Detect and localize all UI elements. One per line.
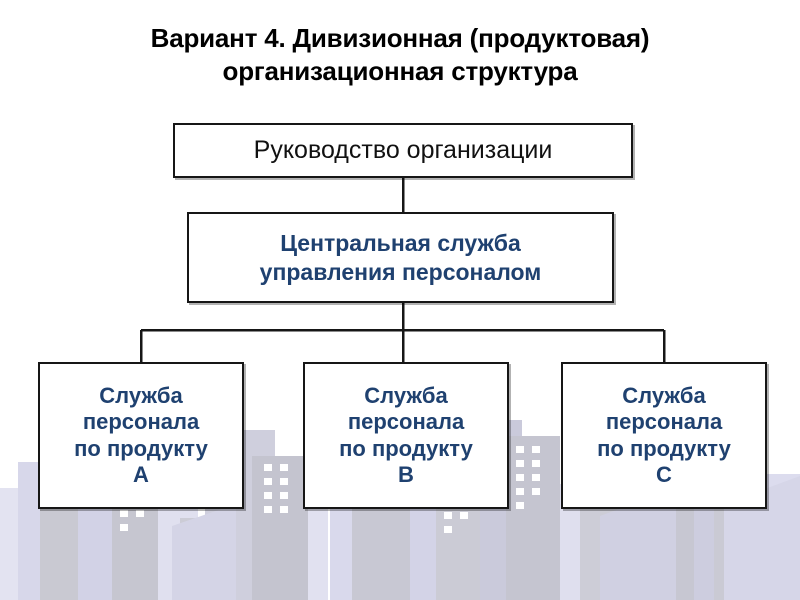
- node-hr-service-product-a[interactable]: Служба персонала по продукту А: [38, 362, 244, 509]
- node-prod-a-line-1: Служба: [99, 382, 183, 408]
- node-prod-a-line-4: А: [133, 461, 149, 487]
- node-prod-c-line-1: Служба: [622, 382, 706, 408]
- node-prod-b-line-2: персонала: [347, 409, 465, 435]
- node-prod-a-line-2: персонала: [82, 409, 200, 435]
- node-prod-b-line-3: по продукту: [339, 435, 473, 461]
- node-top-management-label: Руководство организации: [253, 135, 553, 164]
- node-hr-service-product-a-label: Служба персонала по продукту А: [40, 383, 242, 489]
- node-central-line-1: Центральная служба: [280, 230, 521, 257]
- node-hr-service-product-b-label: Служба персонала по продукту В: [305, 383, 507, 489]
- node-central-line-2: управления персоналом: [259, 258, 542, 285]
- node-hr-service-product-b[interactable]: Служба персонала по продукту В: [303, 362, 509, 509]
- node-hr-service-product-c[interactable]: Служба персонала по продукту С: [561, 362, 767, 509]
- node-hr-service-product-c-label: Служба персонала по продукту С: [563, 383, 765, 489]
- node-prod-a-text-plate: [40, 364, 242, 476]
- node-prod-c-text-plate: [563, 364, 765, 476]
- node-central-hr-service[interactable]: Центральная служба управления персоналом: [187, 212, 614, 303]
- slide-title: Вариант 4. Дивизионная (продуктовая) орг…: [60, 22, 740, 87]
- node-prod-b-text-plate: [305, 364, 507, 476]
- node-prod-b-line-1: Служба: [364, 382, 448, 408]
- node-top-management[interactable]: Руководство организации: [173, 123, 633, 178]
- node-prod-a-line-3: по продукту: [74, 435, 208, 461]
- title-line-2: организационная структура: [222, 55, 578, 86]
- node-prod-c-line-4: С: [656, 461, 672, 487]
- node-prod-c-line-3: по продукту: [597, 435, 731, 461]
- node-prod-c-line-2: персонала: [605, 409, 723, 435]
- node-prod-b-line-4: В: [398, 461, 414, 487]
- title-line-1: Вариант 4. Дивизионная (продуктовая): [150, 23, 650, 53]
- node-central-hr-service-label: Центральная служба управления персоналом: [189, 229, 612, 285]
